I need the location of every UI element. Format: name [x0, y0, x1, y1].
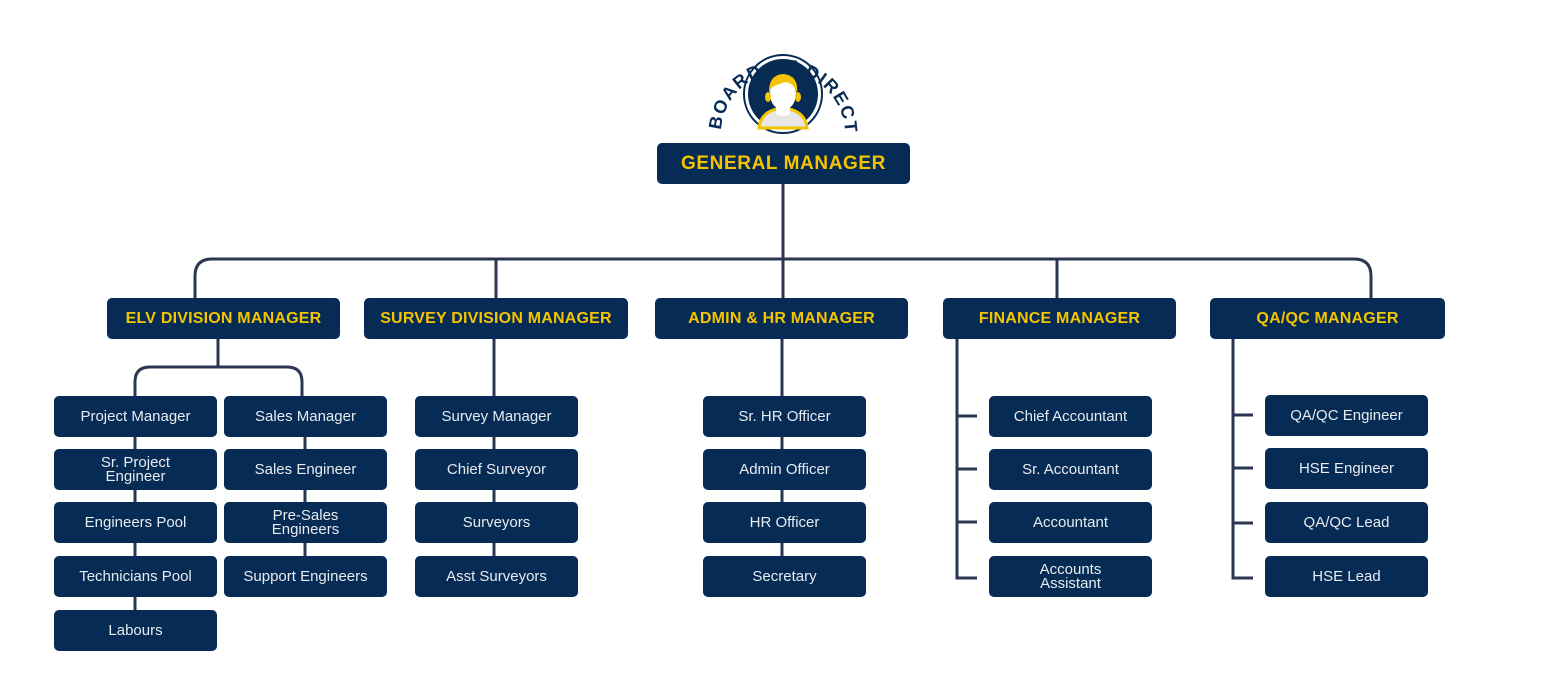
role-label: Admin Officer — [739, 460, 830, 478]
elv-division-manager-box[interactable]: ELV DIVISION MANAGER — [107, 298, 340, 339]
role-box[interactable]: Sr. Project Engineer — [54, 449, 217, 490]
role-box[interactable]: Sales Manager — [224, 396, 387, 437]
role-label: Labours — [108, 621, 163, 639]
role-box[interactable]: Asst Surveyors — [415, 556, 578, 597]
role-label: Accounts Assistant — [1039, 560, 1102, 592]
role-label: Asst Surveyors — [446, 567, 547, 585]
role-label: Secretary — [752, 567, 817, 585]
role-box[interactable]: Pre-Sales Engineers — [224, 502, 387, 543]
role-label: Engineers Pool — [84, 513, 187, 531]
role-box[interactable]: HR Officer — [703, 502, 866, 543]
role-box[interactable]: Secretary — [703, 556, 866, 597]
role-label: Sr. HR Officer — [738, 407, 831, 425]
role-label: Sales Engineer — [254, 460, 357, 478]
role-label: Support Engineers — [243, 567, 368, 585]
role-box[interactable]: Accounts Assistant — [989, 556, 1152, 597]
role-box[interactable]: HSE Lead — [1265, 556, 1428, 597]
role-box[interactable]: Sr. Accountant — [989, 449, 1152, 490]
elv-division-manager-label: ELV DIVISION MANAGER — [125, 309, 322, 327]
role-box[interactable]: Engineers Pool — [54, 502, 217, 543]
role-box[interactable]: Chief Surveyor — [415, 449, 578, 490]
role-label: HSE Lead — [1312, 567, 1381, 585]
role-label: Survey Manager — [441, 407, 552, 425]
person-avatar-icon — [757, 74, 809, 130]
role-label: Chief Surveyor — [446, 460, 547, 478]
role-label: Sr. Project Engineer — [100, 453, 171, 485]
admin-hr-manager-label: ADMIN & HR MANAGER — [688, 309, 875, 327]
general-manager-label: GENERAL MANAGER — [681, 152, 886, 174]
role-label: HR Officer — [749, 513, 820, 531]
board-of-directors-emblem: BOARD OF DIRECTORS — [693, 12, 860, 134]
admin-hr-manager-box[interactable]: ADMIN & HR MANAGER — [655, 298, 908, 339]
role-box[interactable]: Accountant — [989, 502, 1152, 543]
role-box[interactable]: Technicians Pool — [54, 556, 217, 597]
role-box[interactable]: Sales Engineer — [224, 449, 387, 490]
finance-manager-box[interactable]: FINANCE MANAGER — [943, 298, 1176, 339]
connector-finance-col — [955, 339, 977, 580]
role-label: Technicians Pool — [79, 567, 192, 585]
role-label: Pre-Sales Engineers — [271, 506, 340, 538]
role-box[interactable]: Labours — [54, 610, 217, 651]
role-label: Sales Manager — [255, 407, 356, 425]
general-manager-box[interactable]: GENERAL MANAGER — [657, 143, 910, 184]
connector-qa-col — [1231, 339, 1253, 580]
role-label: QA/QC Lead — [1303, 513, 1390, 531]
role-label: QA/QC Engineer — [1290, 406, 1403, 424]
role-box[interactable]: QA/QC Lead — [1265, 502, 1428, 543]
role-label: HSE Engineer — [1298, 459, 1395, 477]
role-box[interactable]: Support Engineers — [224, 556, 387, 597]
qa-qc-manager-label: QA/QC MANAGER — [1256, 309, 1399, 327]
survey-division-manager-box[interactable]: SURVEY DIVISION MANAGER — [364, 298, 628, 339]
survey-division-manager-label: SURVEY DIVISION MANAGER — [380, 309, 612, 327]
role-label: Accountant — [1032, 513, 1109, 531]
qa-qc-manager-box[interactable]: QA/QC MANAGER — [1210, 298, 1445, 339]
role-box[interactable]: Project Manager — [54, 396, 217, 437]
avatar — [743, 54, 823, 134]
role-label: Chief Accountant — [1013, 407, 1128, 425]
finance-manager-label: FINANCE MANAGER — [978, 309, 1141, 327]
role-label: Surveyors — [462, 513, 531, 531]
role-label: Sr. Accountant — [1022, 460, 1119, 478]
connector-elv-split — [133, 365, 304, 396]
role-label: Project Manager — [80, 407, 191, 425]
role-box[interactable]: Admin Officer — [703, 449, 866, 490]
role-box[interactable]: Survey Manager — [415, 396, 578, 437]
role-box[interactable]: QA/QC Engineer — [1265, 395, 1428, 436]
role-box[interactable]: Surveyors — [415, 502, 578, 543]
role-box[interactable]: HSE Engineer — [1265, 448, 1428, 489]
role-box[interactable]: Chief Accountant — [989, 396, 1152, 437]
role-box[interactable]: Sr. HR Officer — [703, 396, 866, 437]
